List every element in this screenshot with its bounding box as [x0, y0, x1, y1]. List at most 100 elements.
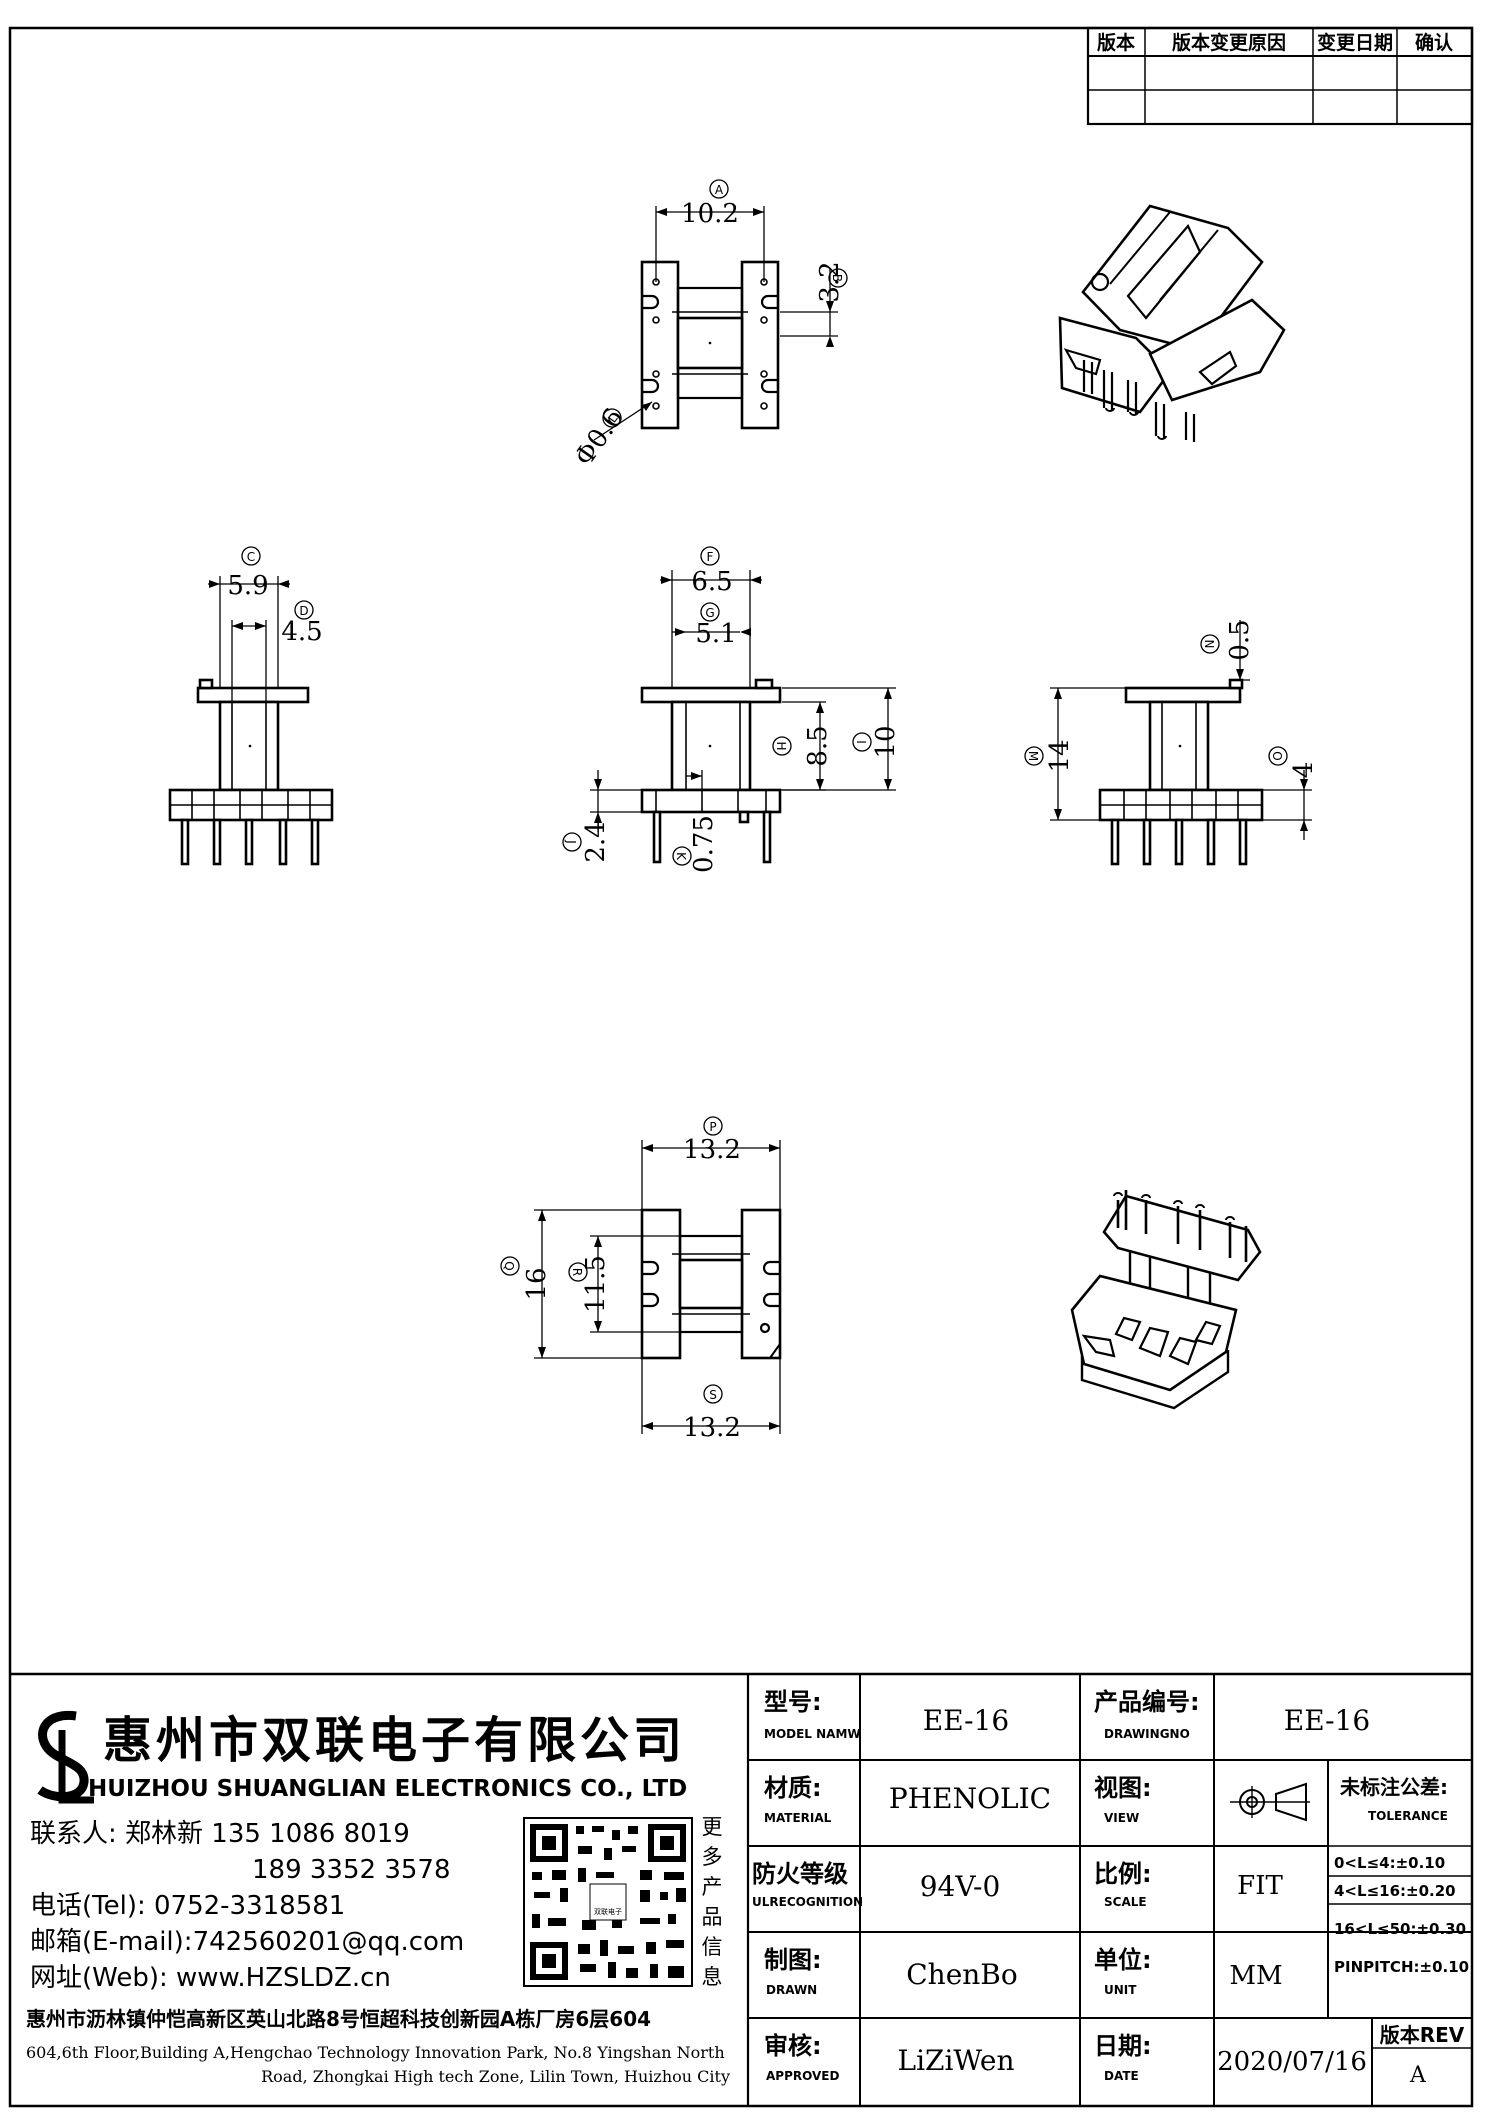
view-label-en: VIEW	[1104, 1811, 1139, 1825]
bottom-view: P 13.2 Q 16 R 11.5 S 13.2	[500, 1116, 782, 1443]
rev-label: 版本REV	[1380, 2023, 1465, 2047]
dim-letter-N: N	[1202, 640, 1216, 649]
material-label-cn: 材质:	[764, 1774, 822, 1802]
dim-value-Q: 16	[522, 1267, 552, 1300]
dim-letter-Q: Q	[502, 1261, 516, 1270]
view-label-cn: 视图:	[1094, 1774, 1152, 1802]
dim-value-D: 4.5	[281, 617, 322, 647]
dim-value-N: 0.5	[1225, 619, 1255, 660]
unit-label-en: UNIT	[1104, 1983, 1137, 1997]
qr-caption-3: 产	[702, 1875, 723, 1899]
side-view-right: M 14 N 0.5 O 4	[1024, 619, 1319, 866]
dim-value-B: 3.2	[815, 261, 845, 302]
model-label-cn: 型号:	[764, 1688, 822, 1716]
contact-phone-2: 189 3352 3578	[252, 1855, 451, 1885]
isometric-view-top	[1058, 204, 1286, 442]
website: 网址(Web): www.HZSLDZ.cn	[30, 1963, 391, 1993]
drawn-label-cn: 制图:	[764, 1946, 822, 1974]
dim-value-R: 11.5	[581, 1255, 611, 1313]
dim-value-G: 5.1	[695, 619, 736, 649]
material-value: PHENOLIC	[889, 1782, 1051, 1815]
dim-letter-F: F	[707, 550, 714, 564]
projection-symbol-icon	[1230, 1782, 1310, 1822]
fire-label-cn: 防火等级	[752, 1860, 848, 1888]
drawing-frame	[8, 26, 1474, 2108]
rev-header-reason: 版本变更原因	[1172, 31, 1286, 54]
tolerance-label-cn: 未标注公差:	[1340, 1775, 1448, 1799]
dim-letter-I: I	[854, 740, 868, 744]
approved-label-en: APPROVED	[766, 2069, 839, 2083]
tolerance-line-1: 0<L≤4:±0.10	[1334, 1854, 1445, 1872]
tolerance-line-4: PINPITCH:±0.10	[1334, 1958, 1469, 1976]
company-name-cn: 惠州市双联电子有限公司	[103, 1712, 686, 1769]
top-view: A 10.2 B 3.2 L Φ0.6	[569, 179, 848, 472]
dim-letter-S: S	[709, 1388, 717, 1402]
drawingno-label-en: DRAWINGNO	[1104, 1727, 1190, 1741]
material-label-en: MATERIAL	[764, 1811, 832, 1825]
dim-letter-O: O	[1270, 751, 1284, 760]
date-label-en: DATE	[1104, 2069, 1139, 2083]
dim-letter-G: G	[705, 606, 714, 620]
isometric-view-bottom	[1070, 1190, 1262, 1410]
dim-value-J: 2.4	[581, 821, 611, 862]
qr-caption-2: 多	[702, 1845, 723, 1869]
tel: 电话(Tel): 0752-3318581	[30, 1891, 345, 1921]
dim-value-H: 8.5	[803, 725, 833, 766]
dim-letter-D: D	[299, 604, 308, 618]
dim-value-S: 13.2	[683, 1413, 741, 1443]
date-label-cn: 日期:	[1094, 2032, 1152, 2060]
dim-value-P: 13.2	[683, 1135, 741, 1165]
model-value: EE-16	[923, 1704, 1010, 1737]
dim-value-C: 5.9	[227, 571, 268, 601]
unit-label-cn: 单位:	[1094, 1946, 1152, 1974]
company-logo-icon	[37, 1710, 94, 1804]
dim-value-K: 0.75	[689, 815, 719, 873]
contact-person: 联系人: 郑林新 135 1086 8019	[30, 1819, 410, 1849]
drawn-value: ChenBo	[906, 1958, 1018, 1991]
date-value: 2020/07/16	[1217, 2047, 1367, 2077]
dim-letter-B: B	[830, 274, 844, 282]
rev-header-version: 版本	[1097, 31, 1135, 54]
model-label-en: MODEL NAMW	[764, 1727, 861, 1741]
unit-value: MM	[1229, 1961, 1282, 1991]
approved-value: LiZiWen	[897, 2044, 1014, 2077]
rev-header-date: 变更日期	[1317, 31, 1393, 54]
scale-label-en: SCALE	[1104, 1895, 1147, 1909]
dim-letter-K: K	[674, 852, 688, 861]
qr-code-icon: 双联电子	[523, 1817, 693, 1987]
tolerance-label-en: TOLERANCE	[1368, 1809, 1448, 1823]
dim-value-O: 4	[1289, 762, 1319, 779]
drawingno-value: EE-16	[1284, 1704, 1371, 1737]
fire-label-en: ULRECOGNITION	[752, 1895, 863, 1909]
rev-value: A	[1409, 2063, 1427, 2088]
dim-letter-H: H	[774, 741, 788, 750]
qr-caption-6: 息	[702, 1965, 723, 1989]
address-en-2: Road, Zhongkai High tech Zone, Lilin Tow…	[261, 2067, 730, 2086]
dim-letter-R: R	[570, 1268, 584, 1276]
company-name-en: HUIZHOU SHUANGLIAN ELECTRONICS CO., LTD	[88, 1776, 687, 1802]
qr-caption-1: 更	[702, 1815, 723, 1839]
tolerance-line-2: 4<L≤16:±0.20	[1334, 1882, 1456, 1900]
dim-letter-J: J	[564, 839, 578, 844]
qr-caption-4: 品	[702, 1905, 723, 1929]
address-en-1: 604,6th Floor,Building A,Hengchao Techno…	[26, 2043, 725, 2062]
qr-caption-5: 信	[702, 1935, 723, 1959]
dim-value-F: 6.5	[691, 567, 732, 597]
front-view: F 6.5 G 5.1 H 8.5 I 10	[562, 546, 901, 873]
dim-value-A: 10.2	[681, 199, 739, 229]
dim-letter-C: C	[247, 550, 255, 564]
dim-value-M: 14	[1045, 739, 1075, 772]
fire-value: 94V-0	[920, 1870, 1001, 1903]
scale-value: FIT	[1237, 1871, 1283, 1901]
revision-table: 版本 版本变更原因 变更日期 确认	[1086, 26, 1474, 126]
address-cn: 惠州市沥林镇仲恺高新区英山北路8号恒超科技创新园A栋厂房6层604	[26, 2007, 651, 2031]
tolerance-line-3: 16<L≤50:±0.30	[1334, 1920, 1466, 1938]
dim-letter-P: P	[709, 1120, 716, 1134]
title-block: 型号: MODEL NAMW EE-16 产品编号: DRAWINGNO EE-…	[10, 1672, 1472, 2106]
qr-center-label: 双联电子	[594, 1907, 622, 1916]
rev-header-confirm: 确认	[1415, 31, 1453, 54]
drawn-label-en: DRAWN	[766, 1983, 817, 1997]
dim-value-I: 10	[871, 725, 901, 758]
dim-letter-A: A	[715, 183, 724, 197]
